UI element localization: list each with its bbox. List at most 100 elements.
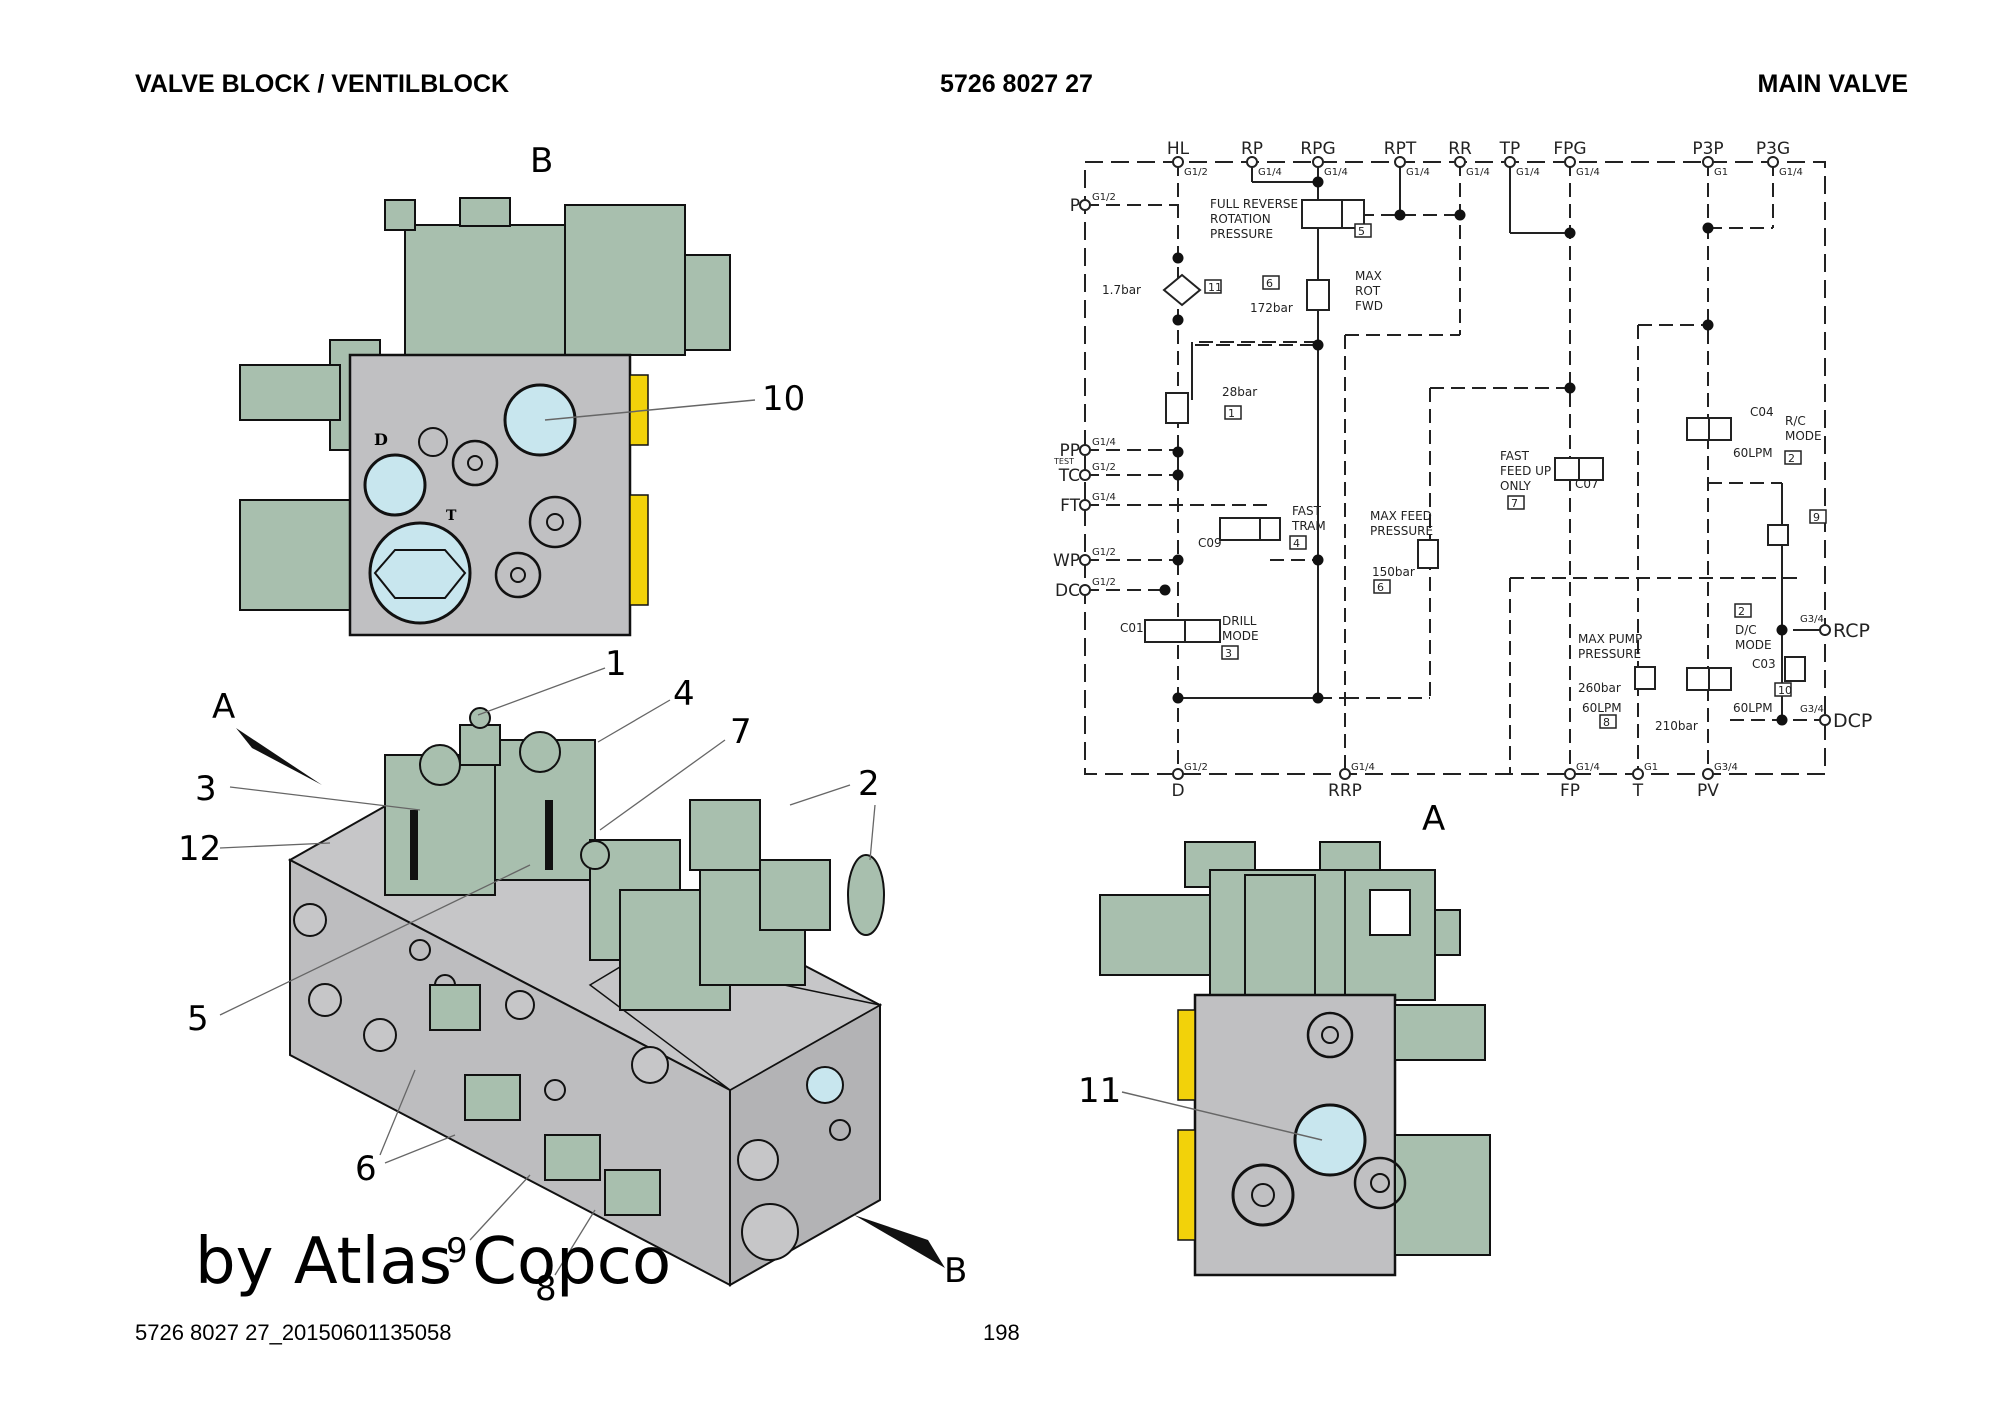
port-label: TC	[1058, 466, 1080, 486]
item-number-box	[1224, 405, 1242, 420]
port-rcp-icon	[1819, 624, 1831, 636]
item-number-box	[1221, 645, 1239, 660]
valve-code: C07	[1575, 477, 1599, 491]
footer-doc-id: 5726 8027 27_20150601135058	[135, 1320, 452, 1345]
port-thread: G1/2	[1092, 577, 1116, 588]
component-label: R/C	[1785, 414, 1806, 428]
port-label: DC	[1055, 581, 1080, 601]
pressure-setting: 260bar	[1578, 681, 1621, 695]
port-thread: G1/2	[1092, 547, 1116, 558]
port-thread: G1	[1714, 167, 1728, 178]
port-p-icon	[1079, 199, 1091, 211]
callout-12: 12	[178, 829, 221, 869]
port-label: RRP	[1328, 781, 1362, 801]
item-number: 6	[1377, 581, 1384, 594]
side-view-label: A	[1422, 799, 1445, 839]
item-number: 5	[1358, 225, 1365, 238]
port-label: DCP	[1833, 710, 1872, 732]
port-fpg-icon	[1564, 156, 1576, 168]
port-label: P3G	[1756, 139, 1790, 159]
component-label: MODE	[1735, 638, 1772, 652]
callout-10: 10	[762, 379, 805, 419]
item-number-box	[1507, 495, 1525, 510]
port-p3g-icon	[1767, 156, 1779, 168]
item-number: 2	[1788, 452, 1795, 465]
port-thread: G3/4	[1714, 762, 1738, 773]
schematic-labels: HLG1/2RPG1/4RPGG1/4RPTG1/4RRG1/4TPG1/4FP…	[1053, 139, 1872, 801]
port-label: WP	[1053, 551, 1080, 571]
port-thread: G1/2	[1092, 462, 1116, 473]
item-number-box	[1204, 279, 1222, 294]
callout-9: 9	[446, 1231, 468, 1271]
item-number: 6	[1266, 277, 1273, 290]
callout-2: 2	[858, 764, 880, 804]
top-view-drawing: B D T 10	[239, 141, 805, 637]
component-label: MAX	[1355, 269, 1382, 283]
port-thread: G3/4	[1800, 704, 1824, 715]
port-thread: G1/4	[1406, 167, 1430, 178]
port-label: PP	[1059, 441, 1080, 461]
port-label: P3P	[1692, 139, 1723, 159]
callout-1: 1	[605, 644, 627, 684]
item-number-box	[1262, 275, 1280, 290]
port-label: T	[1632, 781, 1644, 801]
port-thread: G1/2	[1184, 762, 1208, 773]
item-number: 7	[1511, 497, 1518, 510]
watermark: by Atlas Copco	[195, 1225, 672, 1299]
component-label: MAX FEED	[1370, 509, 1432, 523]
port-thread: G1/4	[1576, 167, 1600, 178]
callout-5: 5	[187, 999, 209, 1039]
item-number: 11	[1208, 281, 1222, 294]
port-d-icon	[1172, 768, 1184, 780]
component-label: MODE	[1222, 629, 1259, 643]
port-d-label: D	[374, 430, 388, 449]
port-hl-icon	[1172, 156, 1184, 168]
callout-6: 6	[355, 1149, 377, 1189]
port-rp-icon	[1246, 156, 1258, 168]
port-thread: G1/4	[1779, 167, 1803, 178]
pressure-setting: 28bar	[1222, 385, 1257, 399]
port-tc-icon	[1079, 469, 1091, 481]
item-number: 2	[1738, 605, 1745, 618]
port-rpt-icon	[1394, 156, 1406, 168]
component-label: PRESSURE	[1370, 524, 1433, 538]
header-title: VALVE BLOCK / VENTILBLOCK	[135, 70, 510, 98]
port-label: RPG	[1300, 139, 1335, 159]
port-label: FT	[1060, 496, 1080, 516]
port-thread: G1/4	[1092, 437, 1116, 448]
top-view-label: B	[530, 141, 553, 181]
port-tp-icon	[1504, 156, 1516, 168]
valve-code: C01	[1120, 621, 1144, 635]
side-view-a-drawing: A 11	[1078, 799, 1491, 1277]
component-label: MAX PUMP	[1578, 632, 1642, 646]
flow-rating: 60LPM	[1733, 701, 1773, 715]
item-number-box	[1774, 682, 1792, 697]
port-label: PV	[1697, 781, 1719, 801]
port-rpg-icon	[1312, 156, 1324, 168]
component-label: TRAM	[1291, 519, 1326, 533]
view-arrow-b-icon	[854, 1215, 945, 1268]
port-label: RCP	[1833, 620, 1870, 642]
header-section: MAIN VALVE	[1757, 70, 1908, 98]
port-rr-icon	[1454, 156, 1466, 168]
port-fp-icon	[1564, 768, 1576, 780]
item-number: 1	[1228, 407, 1235, 420]
port-thread: G1/4	[1466, 167, 1490, 178]
iso-arrow-b-label: B	[944, 1251, 967, 1291]
port-wp-icon	[1079, 554, 1091, 566]
port-ft-icon	[1079, 499, 1091, 511]
port-p3p-icon	[1702, 156, 1714, 168]
port-label: TP	[1499, 139, 1521, 159]
item-number-box	[1809, 509, 1827, 524]
port-thread: G1/4	[1092, 492, 1116, 503]
item-number: 3	[1225, 647, 1232, 660]
pressure-setting: 150bar	[1372, 565, 1415, 579]
component-label: FAST	[1500, 449, 1530, 463]
callout-8: 8	[535, 1269, 557, 1309]
component-label: FAST	[1292, 504, 1322, 518]
component-label: PRESSURE	[1210, 227, 1273, 241]
valve-code: C03	[1752, 657, 1776, 671]
port-thread: G1/4	[1576, 762, 1600, 773]
port-thread: G1/4	[1516, 167, 1540, 178]
